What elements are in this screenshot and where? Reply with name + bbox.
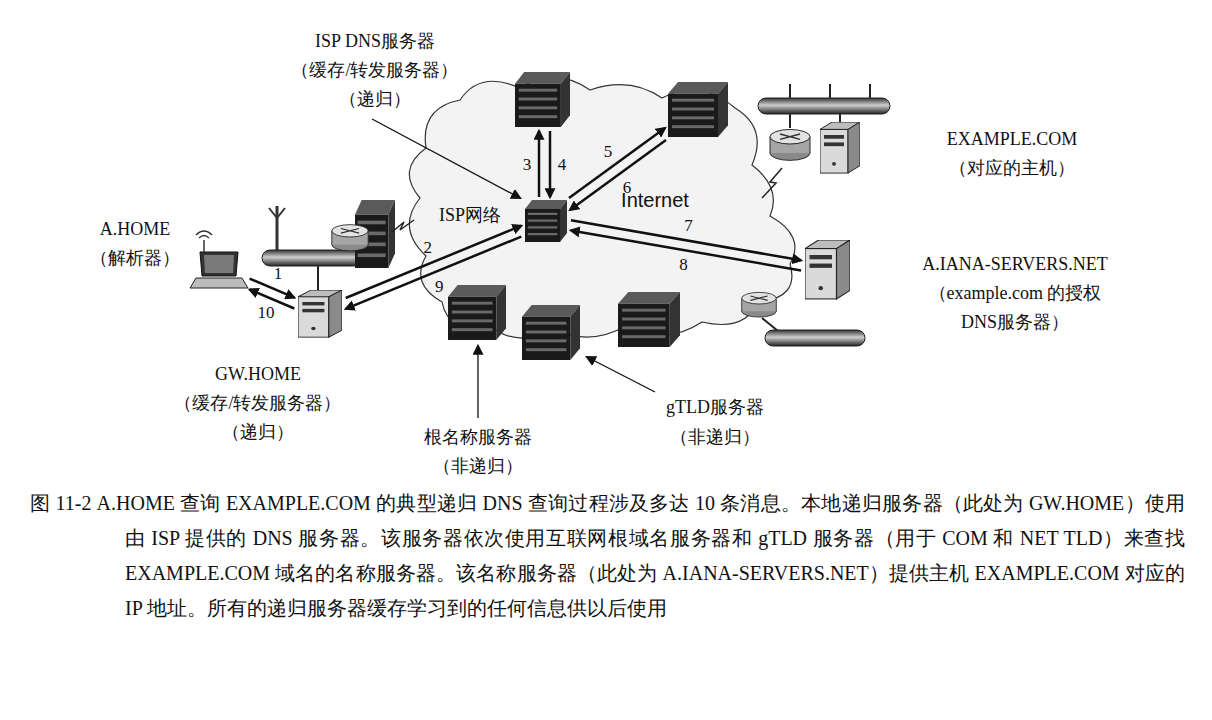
lan-cable bbox=[758, 98, 890, 114]
figure-caption: 图 11-2 A.HOME 查询 EXAMPLE.COM 的典型递归 DNS 查… bbox=[30, 486, 1185, 626]
gtld-server bbox=[668, 82, 728, 137]
device-caption: ISP DNS服务器（缓存/转发服务器）（递归） bbox=[265, 27, 485, 114]
laptop-base bbox=[190, 278, 248, 288]
home-router bbox=[332, 225, 368, 251]
device-label: （对应的主机） bbox=[912, 154, 1112, 183]
server-label: （非递归） bbox=[670, 423, 760, 452]
device-node: A.HOME（解析器） bbox=[192, 252, 246, 290]
device-node: A.IANA-SERVERS.NET（example.com 的授权 DNS服务… bbox=[805, 240, 850, 300]
device-caption: A.IANA-SERVERS.NET（example.com 的授权 DNS服务… bbox=[900, 250, 1130, 337]
gtld-server bbox=[522, 305, 580, 360]
device-label: ISP DNS服务器 bbox=[265, 27, 485, 56]
lan-tap bbox=[839, 114, 841, 123]
wan-link bbox=[762, 168, 782, 198]
step-number: 2 bbox=[424, 239, 433, 257]
network-label: Internet bbox=[621, 186, 689, 215]
device-label: A.IANA-SERVERS.NET bbox=[900, 250, 1130, 279]
device-label: （递归） bbox=[265, 85, 485, 114]
antenna-mast bbox=[276, 206, 279, 252]
step-number: 9 bbox=[435, 278, 444, 296]
antenna-head bbox=[269, 208, 285, 218]
step-number: 1 bbox=[274, 265, 283, 283]
device-label: A.HOME bbox=[75, 215, 195, 244]
lan-tap bbox=[762, 318, 778, 331]
site-router bbox=[742, 292, 777, 317]
lan-stub bbox=[789, 84, 791, 98]
step-number: 7 bbox=[684, 217, 693, 235]
step-number: 4 bbox=[558, 150, 567, 179]
server-label: 根名称服务器 bbox=[424, 423, 532, 452]
device-caption: EXAMPLE.COM（对应的主机） bbox=[912, 125, 1112, 183]
device-label: GW.HOME bbox=[163, 360, 353, 389]
step-number: 3 bbox=[523, 150, 532, 179]
wifi-antenna bbox=[203, 240, 205, 252]
network-label: ISP网络 bbox=[439, 201, 501, 230]
isp-dns-server bbox=[525, 200, 567, 242]
server-label: （非递归） bbox=[433, 452, 523, 481]
lan-cable bbox=[765, 330, 865, 346]
device-node: GW.HOME（缓存/转发服务器）（递归） bbox=[298, 290, 342, 338]
query-arrow bbox=[569, 128, 665, 198]
step-number: 6 bbox=[623, 173, 632, 202]
device-node: EXAMPLE.COM（对应的主机） bbox=[820, 122, 860, 174]
laptop-screen bbox=[200, 252, 238, 276]
lan-stub bbox=[869, 84, 871, 98]
device-label: （example.com 的授权 DNS服务器） bbox=[900, 279, 1130, 337]
authoritative-server bbox=[805, 240, 850, 299]
lan-stub bbox=[829, 84, 831, 98]
step-number: 10 bbox=[258, 304, 275, 322]
reply-arrow bbox=[549, 131, 552, 197]
message-arrow bbox=[346, 237, 522, 309]
laptop-display bbox=[204, 255, 234, 273]
server-label: gTLD服务器 bbox=[666, 393, 764, 422]
root-server bbox=[448, 285, 506, 340]
wifi-waves bbox=[196, 231, 212, 238]
lan-tap bbox=[317, 266, 319, 291]
gateway-server bbox=[298, 290, 342, 337]
message-arrow bbox=[346, 226, 522, 298]
leader-line bbox=[477, 346, 478, 418]
device-caption: A.HOME（解析器） bbox=[75, 215, 195, 273]
site-router bbox=[770, 129, 810, 160]
lan-tap bbox=[789, 114, 791, 128]
device-label: （缓存/转发服务器） bbox=[163, 389, 353, 418]
step-number: 5 bbox=[604, 137, 613, 166]
device-label: （递归） bbox=[163, 418, 353, 447]
web-host bbox=[820, 122, 860, 173]
step-number: 8 bbox=[679, 256, 688, 274]
device-label: EXAMPLE.COM bbox=[912, 125, 1112, 154]
gtld-server bbox=[618, 292, 680, 347]
device-caption: GW.HOME（缓存/转发服务器）（递归） bbox=[163, 360, 353, 447]
device-node: ISP DNS服务器（缓存/转发服务器）（递归） bbox=[525, 200, 567, 242]
leader-line bbox=[372, 119, 520, 198]
wan-link bbox=[392, 220, 414, 232]
lan-cable bbox=[262, 250, 362, 266]
device-label: （缓存/转发服务器） bbox=[265, 56, 485, 85]
root-server bbox=[515, 72, 570, 127]
device-label: （解析器） bbox=[75, 244, 195, 273]
query-arrow bbox=[538, 131, 541, 197]
message-arrow bbox=[250, 279, 295, 298]
leader-line bbox=[587, 357, 655, 392]
